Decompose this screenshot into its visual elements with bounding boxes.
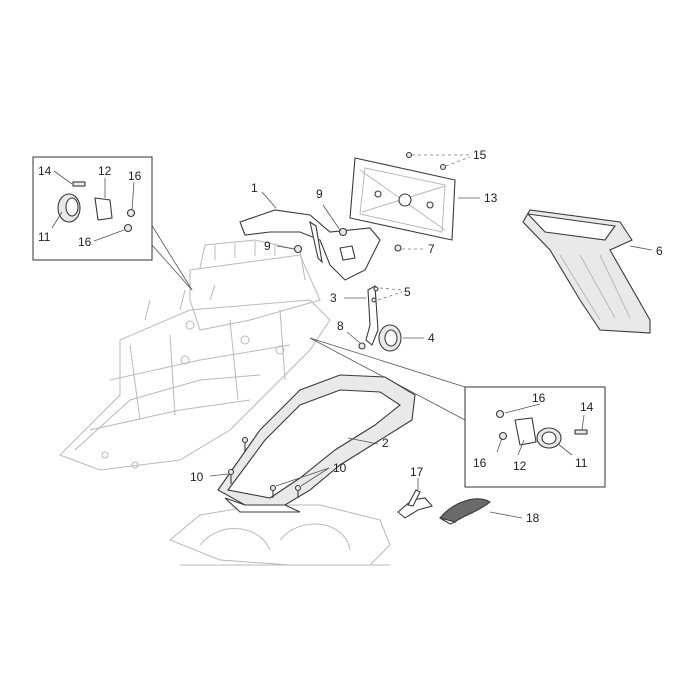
part-5-fasteners: 5 xyxy=(371,285,411,303)
inset-right: 16 14 16 12 11 xyxy=(309,337,606,488)
part-17-bracket: 17 xyxy=(397,465,433,519)
callout-4: 4 xyxy=(428,331,435,345)
part-8-nut: 8 xyxy=(337,319,366,350)
license-light-right xyxy=(495,409,588,449)
callout-16: 16 xyxy=(473,456,487,470)
part-3-reflector-support: 3 xyxy=(330,285,379,346)
callout-14: 14 xyxy=(580,400,594,414)
callout-3: 3 xyxy=(330,291,337,305)
callout-1: 1 xyxy=(251,181,258,195)
part-18-splash-guard: 18 xyxy=(439,498,540,525)
callout-16: 16 xyxy=(78,235,92,249)
part-7-screw: 7 xyxy=(394,242,435,256)
part-4-reflector: 4 xyxy=(378,324,435,352)
callout-8: 8 xyxy=(337,319,344,333)
inset-left: 14 12 16 11 16 xyxy=(32,156,193,291)
callout-6: 6 xyxy=(656,244,663,258)
part-15-screws: 15 xyxy=(405,148,487,171)
part-13-plate-holder: 13 xyxy=(349,157,498,241)
license-light-left xyxy=(57,181,136,233)
callout-9: 9 xyxy=(264,239,271,253)
callout-17: 17 xyxy=(410,465,424,479)
callout-11: 11 xyxy=(38,230,51,244)
callout-2: 2 xyxy=(382,436,389,450)
callout-12: 12 xyxy=(98,164,112,178)
callout-10: 10 xyxy=(333,461,347,475)
callout-18: 18 xyxy=(526,511,540,525)
callout-13: 13 xyxy=(484,191,498,205)
part-1-plate-bracket: 1 xyxy=(239,181,381,281)
callout-9: 9 xyxy=(316,187,323,201)
part-10-bolts: 10 10 xyxy=(190,436,347,498)
callout-7: 7 xyxy=(428,242,435,256)
callout-12: 12 xyxy=(513,459,527,473)
part-2-rear-mudguard: 2 xyxy=(217,374,416,513)
callout-16: 16 xyxy=(128,169,142,183)
callout-14: 14 xyxy=(38,164,52,178)
part-9-bolts: 9 9 xyxy=(264,187,348,254)
callout-11: 11 xyxy=(575,456,588,470)
callout-10: 10 xyxy=(190,470,204,484)
callout-15: 15 xyxy=(473,148,487,162)
ghost-frame-assembly xyxy=(59,239,391,566)
callout-16: 16 xyxy=(532,391,546,405)
callout-5: 5 xyxy=(404,285,411,299)
part-6-cover: 6 xyxy=(522,209,663,334)
